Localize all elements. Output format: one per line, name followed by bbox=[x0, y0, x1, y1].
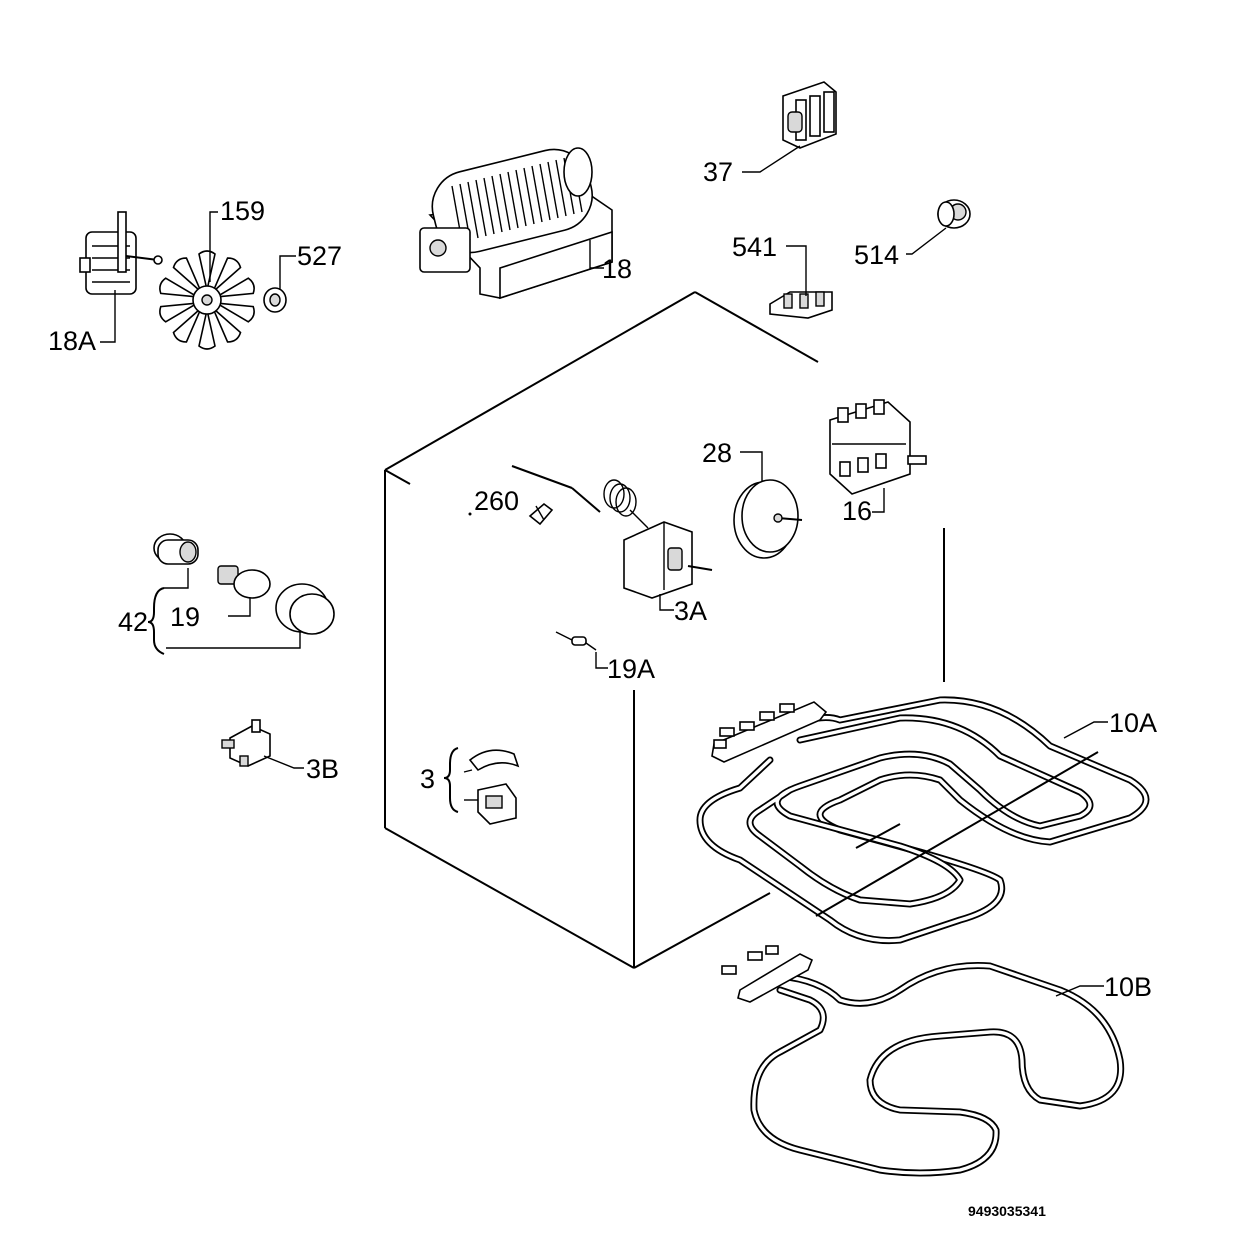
lamp-holder-part bbox=[153, 533, 199, 565]
lamp-bulb-part bbox=[217, 565, 271, 599]
fan-motor-part bbox=[79, 211, 163, 295]
leader-lamp-bulb bbox=[228, 598, 251, 617]
label-16: 16 bbox=[842, 496, 872, 526]
switch-block-part bbox=[782, 81, 837, 149]
leader-fan-blade bbox=[209, 211, 218, 282]
label-3: 3 bbox=[420, 764, 435, 794]
leader-fan-housing bbox=[589, 240, 604, 269]
label-260: 260 bbox=[474, 486, 519, 516]
connector-part bbox=[221, 719, 271, 767]
label-10a: 10A bbox=[1109, 708, 1157, 738]
fan-blade-vane bbox=[159, 277, 198, 298]
lamp-cover-part bbox=[275, 583, 335, 635]
rotor-slat bbox=[515, 169, 527, 227]
fan-blade-part bbox=[159, 250, 255, 350]
clamp-parts bbox=[468, 749, 520, 825]
thermostat-part bbox=[511, 465, 713, 599]
label-19a: 19A bbox=[607, 654, 655, 684]
label-19: 19 bbox=[170, 602, 200, 632]
leader-thermal-fuse bbox=[595, 652, 608, 669]
fan-blade-vane bbox=[172, 307, 202, 343]
rotor-slat bbox=[531, 165, 543, 223]
fan-blade-vane bbox=[159, 302, 198, 323]
leader-lamp-holder bbox=[164, 568, 189, 589]
label-527: 527 bbox=[297, 241, 342, 271]
selector-switch-part bbox=[829, 399, 927, 495]
leader-connector bbox=[263, 755, 304, 769]
rotor-slat bbox=[539, 163, 551, 221]
top-element-terminals bbox=[713, 703, 795, 749]
thermal-fuse-part bbox=[555, 631, 597, 651]
leader-terminal-block bbox=[786, 245, 807, 296]
rotor-slat bbox=[499, 173, 511, 231]
brace-3 bbox=[443, 747, 459, 813]
label-28: 28 bbox=[702, 438, 732, 468]
leader-selector-switch bbox=[872, 488, 885, 513]
rotor-slat bbox=[467, 181, 479, 239]
label-3b: 3B bbox=[306, 754, 339, 784]
rotor-slat bbox=[475, 179, 487, 237]
probe-clip-part bbox=[468, 502, 554, 526]
fan-blade-vane bbox=[216, 277, 255, 298]
fan-blade-vane bbox=[216, 302, 255, 323]
label-514: 514 bbox=[854, 240, 899, 270]
grommet-part bbox=[937, 199, 971, 229]
top-heating-element-part bbox=[696, 696, 1150, 945]
label-18: 18 bbox=[602, 254, 632, 284]
leader-lamp-cover bbox=[166, 630, 301, 649]
label-10b: 10B bbox=[1104, 972, 1152, 1002]
label-541: 541 bbox=[732, 232, 777, 262]
fan-blade-vane bbox=[172, 257, 202, 293]
leader-top-heating-element bbox=[1063, 721, 1108, 739]
leader-timer bbox=[740, 451, 763, 482]
terminal-block-part bbox=[769, 291, 833, 319]
label-3a: 3A bbox=[674, 596, 707, 626]
leader-clamp-top bbox=[463, 769, 473, 773]
label-42: 42 bbox=[118, 607, 148, 637]
fan-blade-vane bbox=[212, 307, 242, 343]
rotor-slat bbox=[555, 159, 567, 217]
leader-switch-block bbox=[742, 145, 801, 173]
label-37: 37 bbox=[703, 157, 733, 187]
rotor-slat bbox=[491, 175, 503, 233]
label-159: 159 bbox=[220, 196, 265, 226]
rotor-slat bbox=[483, 177, 495, 235]
leader-motor bbox=[100, 290, 116, 343]
fan-blade-vane bbox=[212, 257, 242, 293]
leader-grommet bbox=[906, 227, 947, 255]
fan-blade-vane bbox=[198, 309, 216, 350]
reference-number: 9493035341 bbox=[968, 1203, 1046, 1219]
nut-part bbox=[263, 287, 287, 313]
label-18a: 18A bbox=[48, 326, 96, 356]
timer-part bbox=[733, 479, 803, 559]
tangential-fan-part bbox=[419, 147, 613, 300]
rotor-slat bbox=[507, 171, 519, 229]
leader-thermostat bbox=[659, 594, 674, 611]
rotor-slat bbox=[547, 161, 559, 219]
fan-blade-vane bbox=[198, 250, 216, 291]
leader-bottom-heating-element bbox=[1055, 985, 1104, 997]
oven-cavity-outline bbox=[384, 291, 945, 969]
brace-42 bbox=[147, 587, 165, 655]
rotor-slat bbox=[523, 167, 535, 225]
bottom-heating-element-part bbox=[721, 945, 1125, 1177]
leader-nut bbox=[279, 255, 296, 290]
